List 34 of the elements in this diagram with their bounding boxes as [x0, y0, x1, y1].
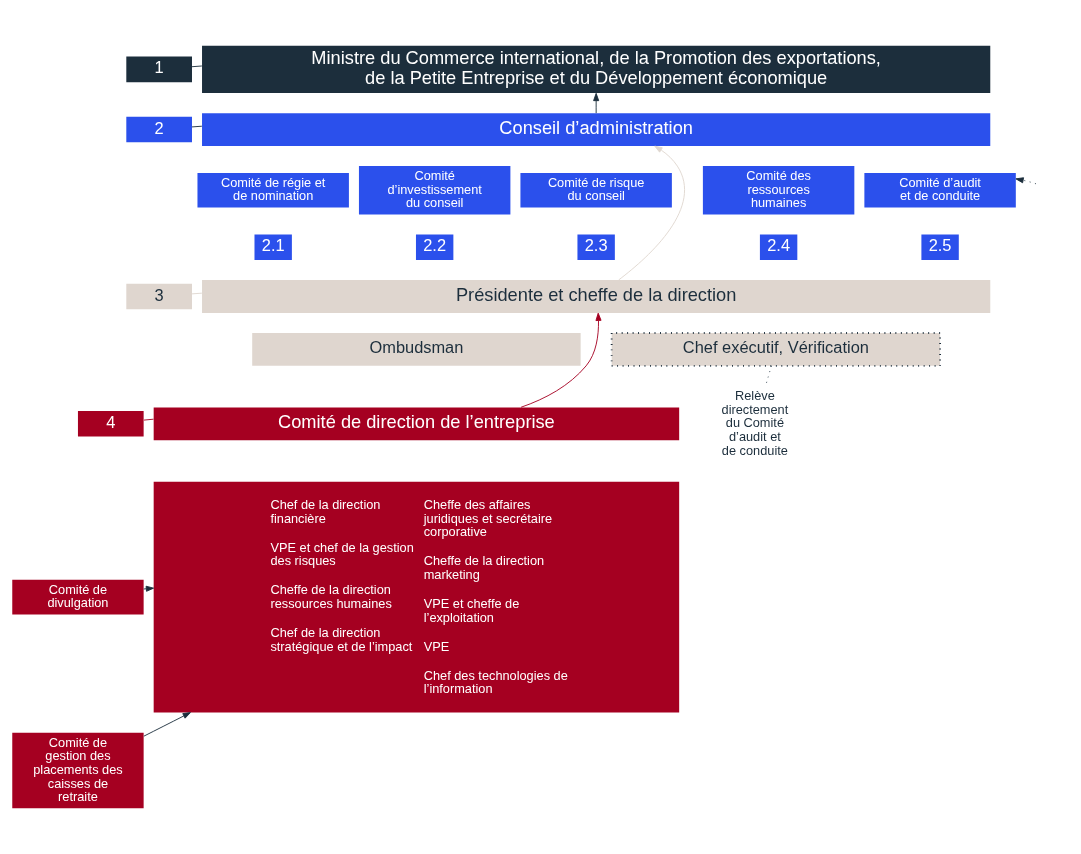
node-box: Chef de la direction financière VPE et chef de la gestion des risques Cheffe de la direction ressources humaines Chef de la direction stratégique et de l’impact Cheffe des affaires juridiques et secrétaire corporative Cheffe de la direction marketing VPE et cheffe de l’exploitation VPE Chef des technologies de l’information	[153, 481, 680, 713]
node-box: 1	[126, 56, 192, 83]
arrow	[1015, 177, 1037, 185]
node-box: Comité de risque du conseil	[520, 172, 672, 208]
connector	[191, 65, 203, 68]
node-box: 2.1	[254, 234, 292, 261]
node-box: 2.3	[577, 234, 615, 261]
node-box: 3	[126, 283, 192, 310]
node-box: Comité de direction de l’entreprise	[153, 407, 680, 441]
node-box: Conseil d’administration	[202, 113, 991, 146]
node-box: Comité de divulgation	[12, 579, 144, 615]
node-box: 2.2	[415, 234, 454, 261]
node-box: 4	[77, 411, 144, 437]
node-box: Comité d’audit et de conduite	[864, 172, 1016, 208]
node-box: Comité d’investissement du conseil	[358, 166, 511, 215]
node-box: Comité des ressources humaines	[702, 166, 855, 215]
connector	[191, 292, 203, 295]
connector	[143, 418, 154, 421]
arrow	[618, 145, 685, 281]
arrow	[593, 92, 600, 114]
arrow	[520, 312, 602, 408]
arrow	[143, 585, 155, 592]
node-box: Ombudsman	[252, 333, 581, 366]
node-box: 2.5	[921, 234, 959, 261]
node-box: Présidente et cheffe de la direction	[202, 280, 991, 313]
node-text: Relève directement du Comité d’audit et de conduite	[721, 387, 789, 458]
node-box: Comité de régie et de nomination	[197, 172, 349, 208]
arrow	[143, 712, 191, 737]
node-box: Comité de gestion des placements des caisses de retraite	[12, 732, 144, 809]
connector	[191, 125, 203, 128]
node-box: Chef exécutif, Vérification	[610, 332, 941, 367]
node-box: 2.4	[759, 234, 798, 261]
node-box: 2	[126, 116, 192, 143]
node-box: Ministre du Commerce international, de la Promotion des exportations, de la Petite Entreprise et du Développement économique	[202, 45, 991, 94]
